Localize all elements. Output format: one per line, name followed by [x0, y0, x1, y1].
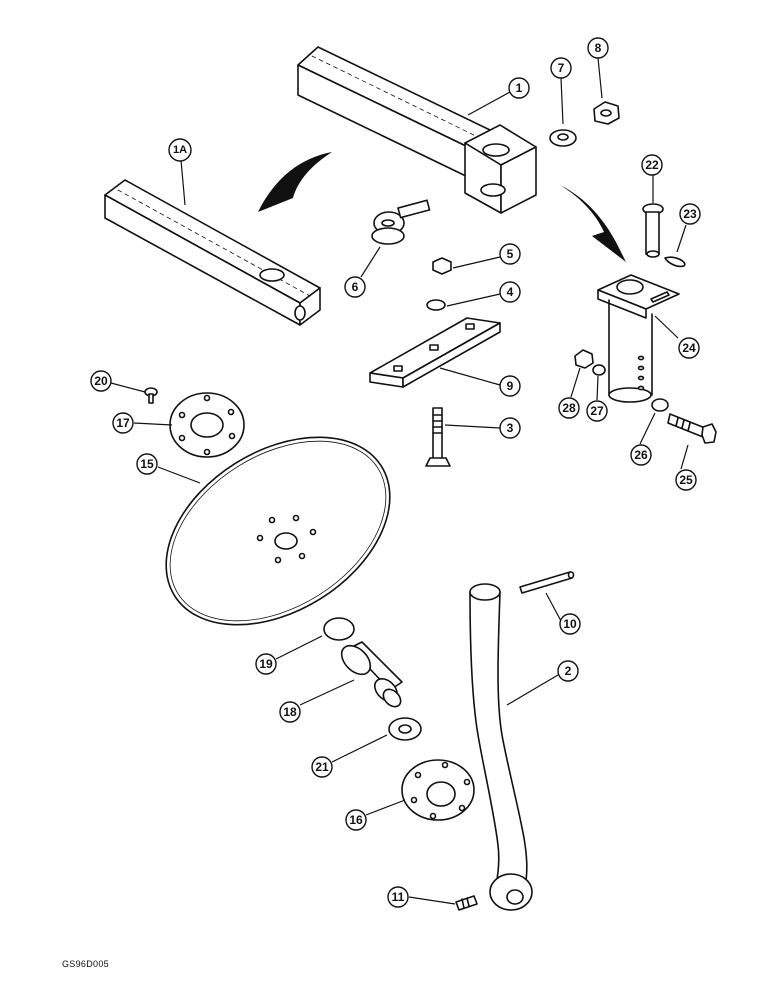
callout-1: 1	[516, 81, 523, 95]
square-tube-arm-part	[297, 46, 537, 214]
callout-27: 27	[590, 404, 604, 418]
callout-4: 4	[507, 285, 514, 299]
lock-washer-27-part	[592, 364, 606, 376]
callout-7: 7	[558, 61, 565, 75]
callout-2: 2	[565, 664, 572, 678]
callout-1a: 1A	[173, 144, 187, 156]
washer-26-part	[651, 398, 669, 412]
disc-blade-part	[165, 436, 391, 626]
hex-nut-8-part	[593, 101, 620, 125]
callout-20: 20	[94, 374, 108, 388]
callout-10: 10	[563, 617, 577, 631]
callout-24: 24	[682, 341, 696, 355]
alternate-square-tube-part	[104, 179, 321, 326]
curved-standard-part	[469, 583, 533, 911]
callout-19: 19	[259, 657, 273, 671]
lock-washer-7-part	[549, 129, 577, 147]
figure-reference-code: GS96D005	[62, 959, 109, 969]
flange-plate-part	[169, 392, 245, 458]
right-curved-arrow	[560, 185, 626, 262]
callout-11: 11	[392, 890, 405, 904]
nut-5-part	[432, 257, 452, 275]
small-bolt-part	[144, 387, 158, 404]
callout-8: 8	[595, 41, 602, 55]
callout-25: 25	[679, 473, 693, 487]
rod-part	[519, 571, 575, 594]
callout-15: 15	[140, 457, 154, 471]
hub-flange-part	[401, 759, 475, 821]
eye-bolt-part	[371, 199, 431, 245]
dust-cap-part	[323, 617, 355, 641]
plate-part	[369, 317, 501, 388]
callout-26: 26	[634, 448, 648, 462]
pin-part	[642, 203, 664, 258]
carriage-bolt-part	[425, 407, 451, 467]
cotter-pin-part	[664, 256, 686, 268]
lock-washer-4-part	[426, 299, 446, 311]
callout-17: 17	[116, 416, 130, 430]
pivot-post-part	[597, 274, 680, 403]
callout-6: 6	[352, 280, 359, 294]
hex-bolt-part	[667, 413, 717, 444]
left-curved-arrow	[258, 152, 332, 212]
callout-28: 28	[562, 401, 576, 415]
set-screw-part	[455, 895, 478, 911]
callout-22: 22	[645, 158, 659, 172]
callout-5: 5	[507, 247, 514, 261]
spindle-hub-part	[340, 641, 403, 708]
callout-16: 16	[349, 813, 363, 827]
callout-21: 21	[315, 760, 329, 774]
callout-23: 23	[683, 207, 697, 221]
nut-28-part	[574, 349, 594, 369]
callout-18: 18	[283, 705, 297, 719]
callout-3: 3	[507, 421, 514, 435]
callout-9: 9	[507, 379, 514, 393]
washer-21-part	[388, 717, 422, 741]
